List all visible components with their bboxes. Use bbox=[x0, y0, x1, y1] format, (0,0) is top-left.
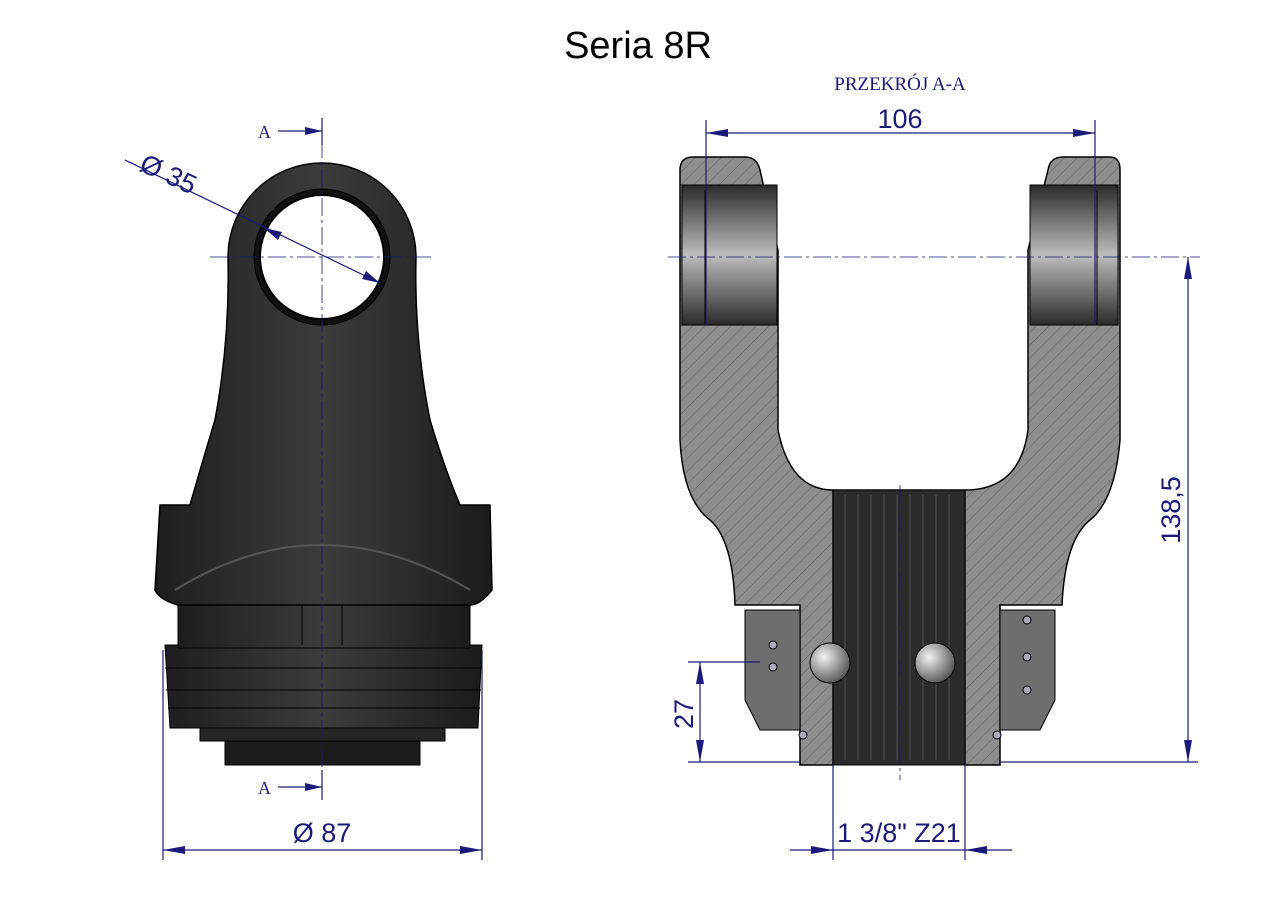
svg-text:Ø 87: Ø 87 bbox=[293, 818, 352, 848]
yoke-body bbox=[154, 162, 493, 606]
collar bbox=[177, 599, 471, 649]
locking-ball bbox=[914, 642, 956, 684]
splined-bore bbox=[832, 489, 966, 766]
right-lock-collar bbox=[999, 609, 1056, 731]
svg-text:27: 27 bbox=[669, 699, 699, 729]
svg-text:106: 106 bbox=[877, 104, 922, 134]
svg-text:138,5: 138,5 bbox=[1156, 476, 1186, 544]
dimension-height: 138,5 bbox=[1000, 257, 1198, 763]
drawing-title: Seria 8R bbox=[564, 25, 712, 67]
section-marker-top: A bbox=[258, 118, 323, 145]
svg-text:Ø 35: Ø 35 bbox=[135, 148, 201, 200]
section-label: PRZEKRÓJ A-A bbox=[834, 73, 966, 95]
svg-text:A: A bbox=[258, 778, 271, 798]
svg-text:A: A bbox=[258, 122, 271, 142]
left-bearing-bore bbox=[681, 184, 778, 326]
yoke-front-view bbox=[154, 162, 493, 766]
dimension-eye-spacing: 106 bbox=[705, 104, 1096, 325]
section-marker-bottom: A bbox=[258, 770, 323, 800]
svg-text:1 3/8" Z21: 1 3/8" Z21 bbox=[837, 818, 961, 848]
dimension-spline: 1 3/8" Z21 bbox=[790, 765, 1012, 860]
collar-rings bbox=[164, 644, 483, 729]
dimension-collar-height: 27 bbox=[669, 661, 800, 763]
dimension-outer-diameter: Ø 87 bbox=[162, 650, 483, 860]
yoke-section-view bbox=[679, 156, 1121, 766]
right-bearing-bore bbox=[1029, 184, 1119, 326]
locking-ball bbox=[809, 642, 851, 684]
